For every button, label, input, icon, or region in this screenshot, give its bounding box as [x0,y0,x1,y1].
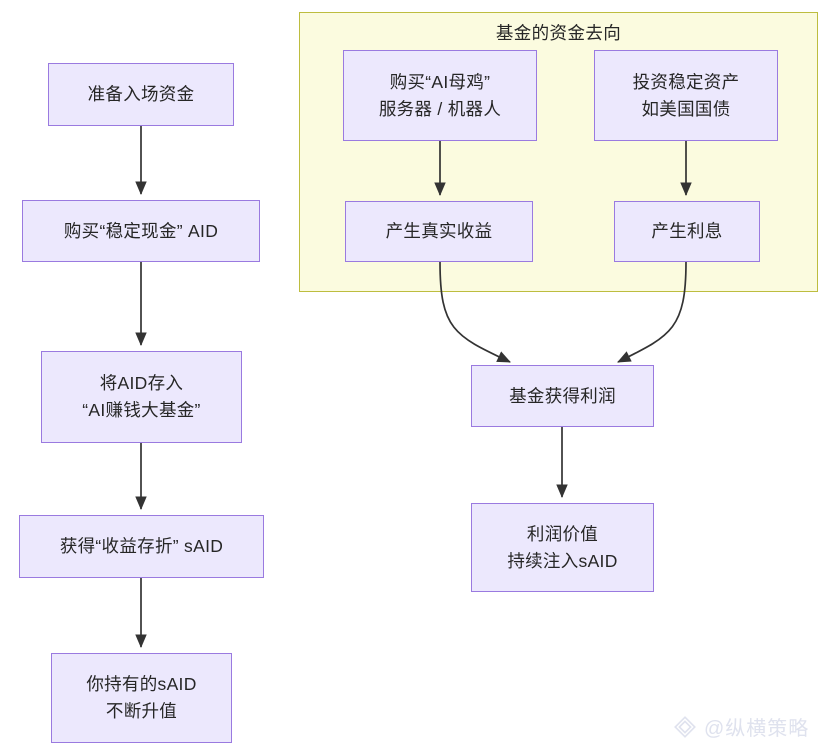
diamond-logo-icon [672,714,698,740]
node-n10[interactable]: 基金获得利润 [471,365,654,427]
watermark-text: @纵横策略 [704,718,810,740]
watermark: @纵横策略 [672,712,809,741]
node-n3[interactable]: 将AID存入 “AI赚钱大基金” [41,351,242,443]
subgraph-title: 基金的资金去向 [495,23,622,43]
node-n6[interactable]: 购买“AI母鸡” 服务器 / 机器人 [343,50,537,141]
node-n4[interactable]: 获得“收益存折” sAID [19,515,264,578]
node-n8[interactable]: 产生真实收益 [345,201,533,262]
node-n7[interactable]: 投资稳定资产 如美国国债 [594,50,778,141]
node-n5[interactable]: 你持有的sAID 不断升值 [51,653,232,743]
node-n11[interactable]: 利润价值 持续注入sAID [471,503,654,592]
node-n1[interactable]: 准备入场资金 [48,63,234,126]
node-n9[interactable]: 产生利息 [614,201,760,262]
node-n2[interactable]: 购买“稳定现金” AID [22,200,260,262]
